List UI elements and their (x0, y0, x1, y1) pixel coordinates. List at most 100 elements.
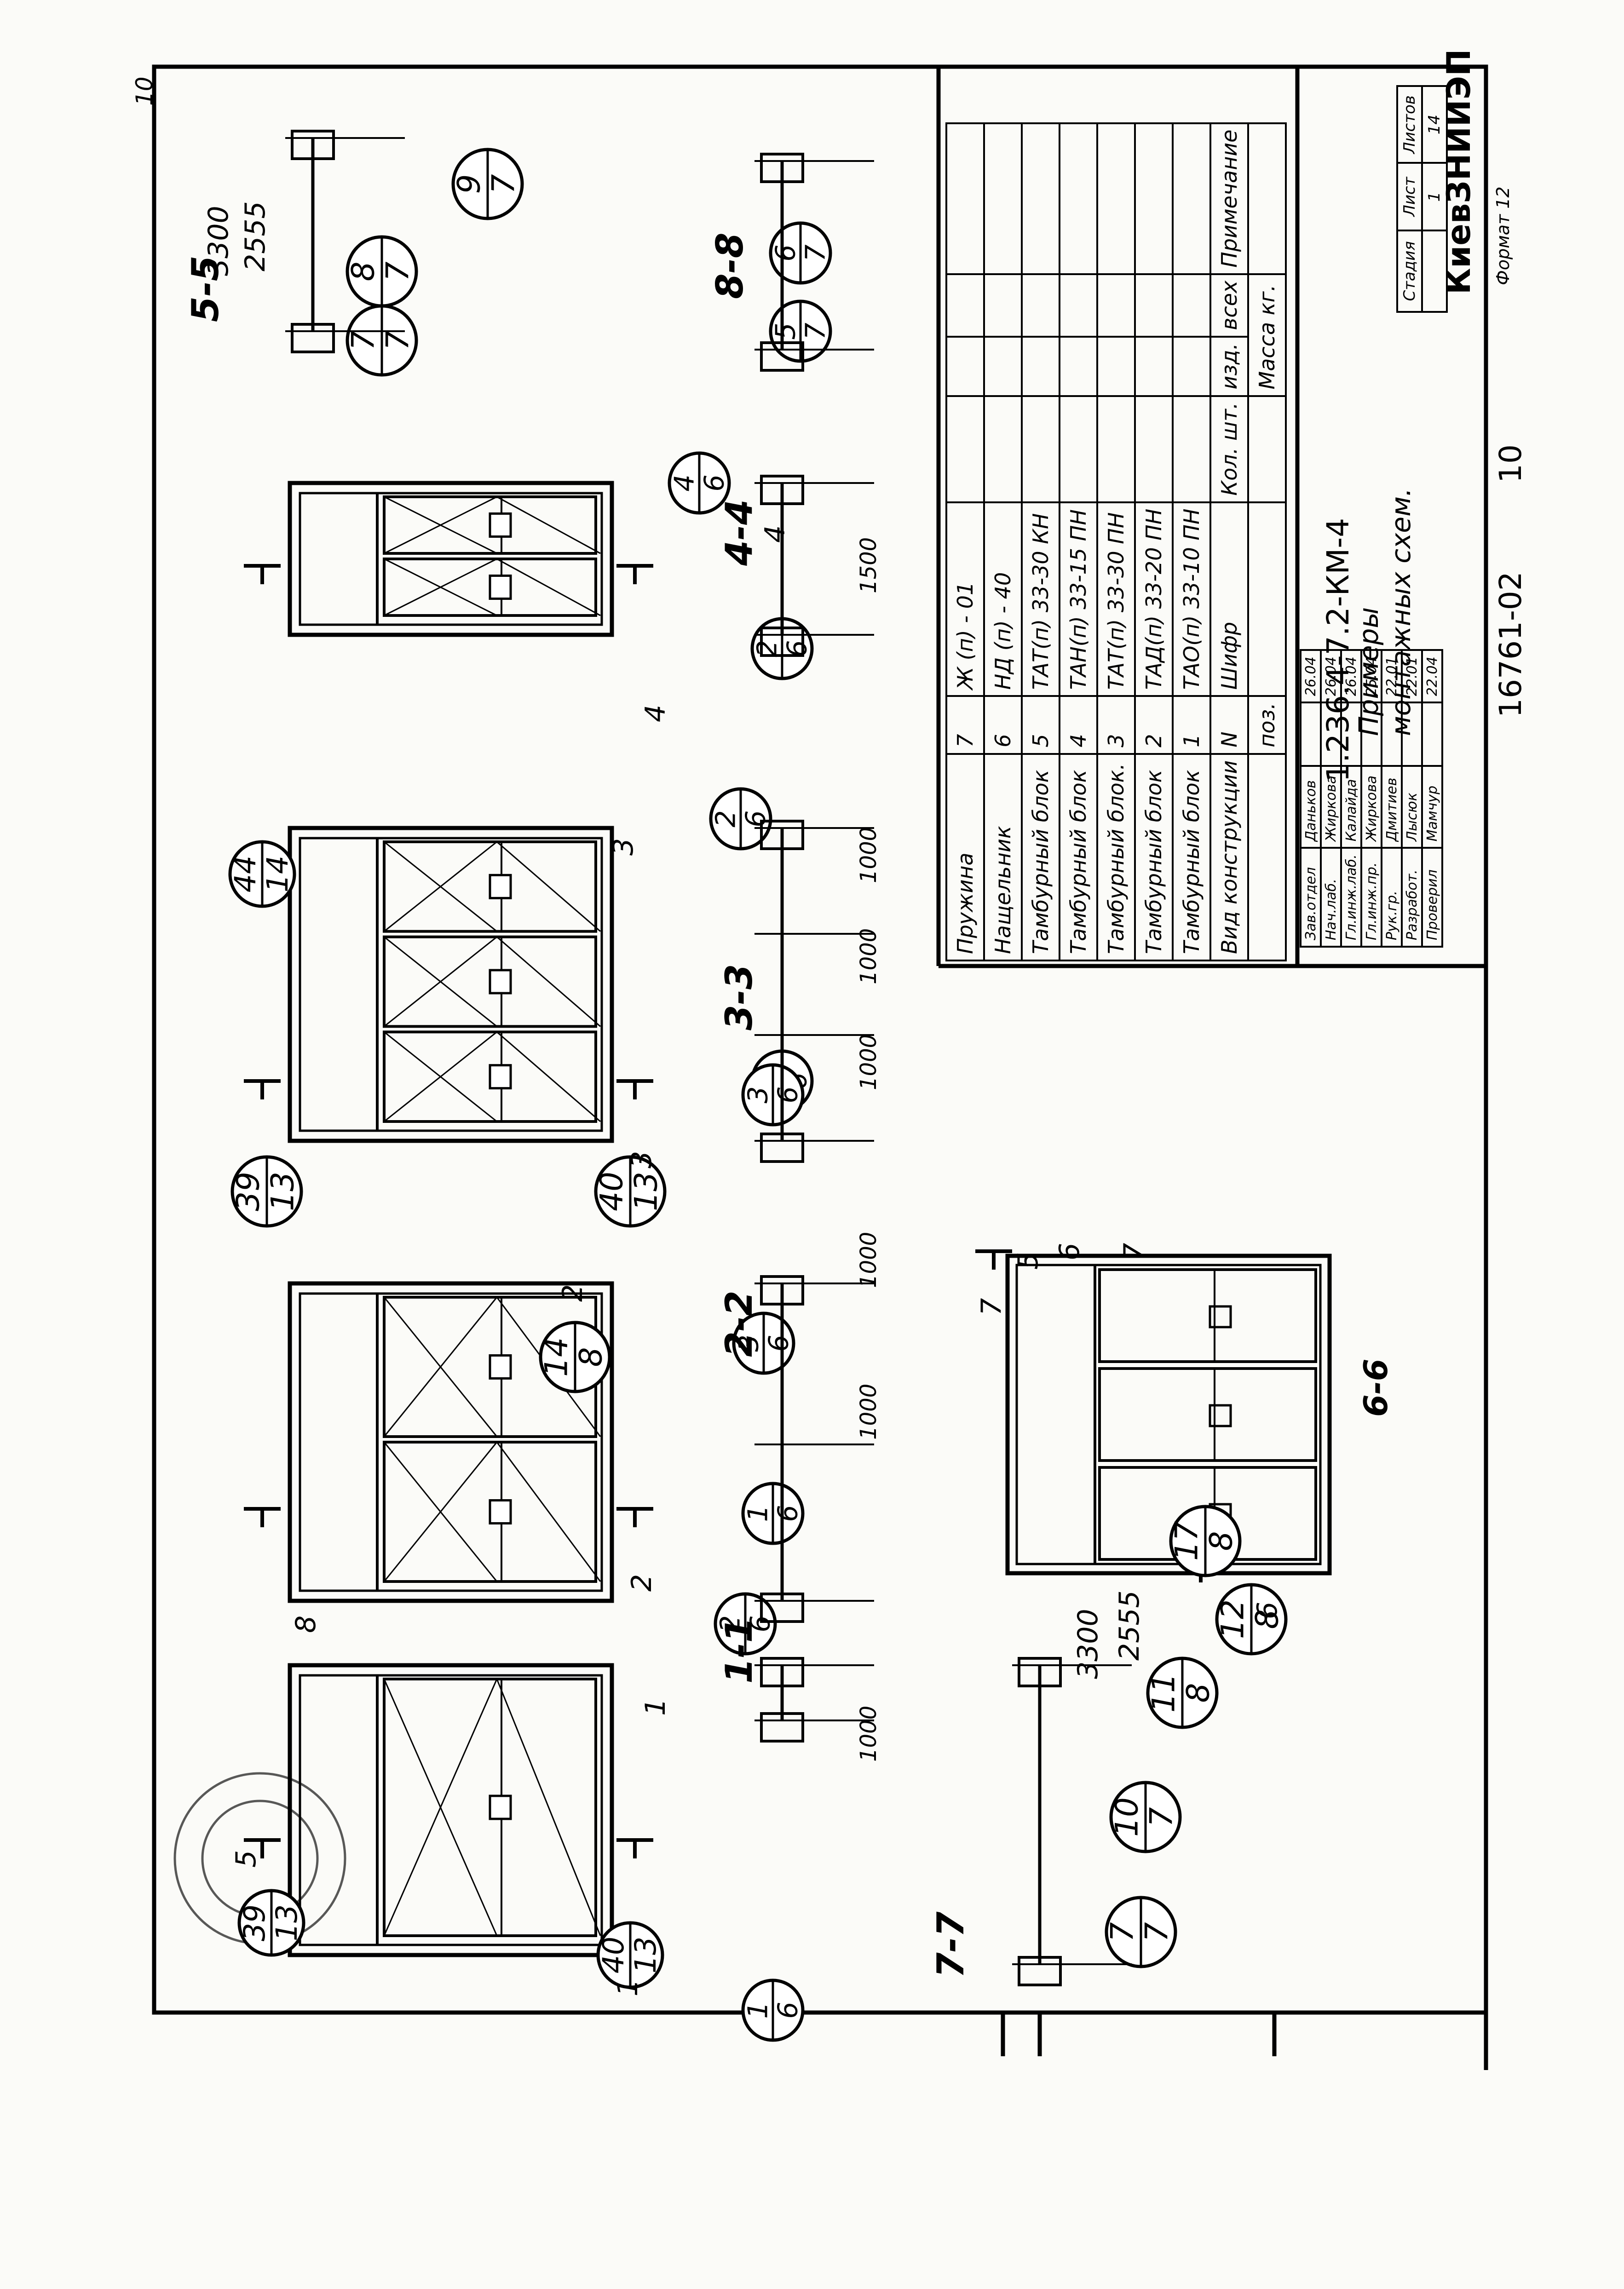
spec-mass-total (1173, 274, 1210, 337)
spec-header-notes: Примечание (1210, 123, 1248, 274)
callout-top: 4 (669, 474, 700, 491)
callout-top: 1 (743, 1505, 774, 1522)
callout-top: 8 (345, 262, 381, 282)
sheets-label: Листов (1397, 86, 1422, 163)
stage-label: Стадия (1397, 230, 1422, 312)
plan-section-7 (1012, 1657, 1132, 1986)
section-label-7-7: 7-7 (929, 1911, 972, 1978)
callout-top: 9 (451, 174, 487, 194)
spec-pos: 4 (1060, 696, 1097, 754)
spec-header-name: Вид конструкции (1210, 753, 1248, 960)
position-label-5: 5 (1012, 1252, 1044, 1270)
spec-qty (1173, 396, 1210, 502)
callout-bottom: 7 (800, 244, 831, 261)
callout-top: 3 (733, 1334, 765, 1352)
spec-qty (1097, 396, 1135, 502)
spec-code: ТАО(п) 33-10 ПН (1173, 502, 1210, 696)
cut-mark-7 (616, 564, 653, 584)
spec-header-mass-total: всех (1210, 274, 1248, 337)
callout-bottom: 13 (265, 1172, 301, 1211)
spec-name: Пружина (946, 753, 984, 960)
plan-section-4 (754, 475, 874, 657)
spec-pos: 3 (1097, 696, 1135, 754)
plan-section-8 (754, 153, 874, 372)
callout-bottom: 6 (772, 1505, 804, 1522)
dimension-3300: 3300 (202, 206, 235, 276)
spec-code: Ж (п) - 01 (946, 502, 984, 696)
cut-mark-number-2: 2 (626, 1574, 658, 1592)
callout-bottom: 8 (1249, 1610, 1285, 1629)
callout-2-6: 26 (709, 787, 772, 851)
spec-mass-total (946, 274, 984, 337)
callout-bottom: 7 (800, 322, 831, 339)
callout-bottom: 7 (380, 330, 416, 350)
callout-14-8: 148 (538, 1321, 611, 1393)
callout-17-8: 178 (1169, 1505, 1242, 1577)
position-label-1: 1 (639, 1698, 672, 1716)
callout-1-6: 16 (741, 1978, 805, 2042)
sheet-frame (152, 64, 1488, 2070)
spec-mass-item (1097, 336, 1135, 396)
spec-mass-item (1135, 336, 1173, 396)
cut-mark-number-4: 4 (639, 704, 672, 722)
spec-header-pos: N (1210, 696, 1248, 754)
callout-bottom: 13 (270, 1904, 304, 1941)
dimension-1000: 1000 (856, 1231, 881, 1288)
spec-name: Нащельник (984, 753, 1022, 960)
position-label-2: 2 (557, 1284, 589, 1302)
cut-mark-5 (616, 1079, 653, 1099)
callout-top: 40 (597, 1937, 630, 1973)
cut-mark-number-3: 3 (626, 1150, 658, 1168)
dimension-1000: 1000 (856, 827, 881, 883)
dimension-3300: 3300 (1072, 1609, 1104, 1679)
spec-pos: 1 (1173, 696, 1210, 754)
section-label-4-4: 4-4 (718, 499, 760, 566)
callout-bottom: 8 (1203, 1531, 1239, 1551)
staff-name: Дмитиев (1382, 766, 1402, 848)
spec-header-notes-2 (1248, 123, 1286, 274)
cut-mark-number-6: 6 (1251, 1601, 1284, 1619)
section-label-8-8: 8-8 (708, 232, 751, 299)
spec-mass-item (1022, 336, 1060, 396)
spec-qty (1060, 396, 1097, 502)
callout-7-7: 77 (1104, 1896, 1177, 1968)
frame-block-1 (288, 1663, 614, 1957)
callout-bottom: 7 (485, 174, 522, 194)
staff-date: 22.04 (1422, 650, 1442, 703)
dimension-1000: 1000 (856, 1383, 881, 1440)
callout-bottom: 13 (629, 1937, 662, 1973)
spec-code: НД (п) - 40 (984, 502, 1022, 696)
frame-block-2 (288, 1281, 614, 1603)
dimension-2555: 2555 (1113, 1590, 1146, 1661)
callout-top: 40 (593, 1172, 630, 1211)
callout-top: 39 (238, 1904, 271, 1941)
callout-top: 2 (715, 1615, 746, 1632)
callout-8-7: 87 (345, 235, 418, 308)
callout-12-8: 128 (1215, 1583, 1288, 1656)
staff-role: Рук.гр. (1382, 848, 1402, 947)
section-label-3-3: 3-3 (718, 964, 760, 1030)
callout-top: 1 (743, 2001, 774, 2019)
spec-mass-total (984, 274, 1022, 337)
spec-header-mass-item: изд. (1210, 336, 1248, 396)
staff-role: Разработ. (1402, 848, 1422, 947)
callout-top: 6 (770, 244, 801, 261)
elevations: 3913401344143913401316263646163626264657… (228, 148, 1332, 2042)
plan-section-2 (754, 1275, 874, 1623)
cut-mark-number-7: 7 (975, 1298, 1008, 1316)
dimension-1000: 1000 (856, 928, 881, 984)
cut-mark-number-5: 5 (230, 1850, 262, 1868)
callout-top: 5 (770, 322, 801, 339)
dimension-1000: 1000 (856, 1034, 881, 1090)
sheet-label: Лист (1397, 163, 1422, 230)
section-plans (285, 130, 1132, 1986)
callout-11-8: 118 (1146, 1656, 1219, 1729)
spec-qty (1135, 396, 1173, 502)
archive-page-number: 10 (1493, 444, 1528, 483)
callout-10-7: 107 (1109, 1781, 1182, 1853)
callout-top: 44 (229, 856, 262, 892)
